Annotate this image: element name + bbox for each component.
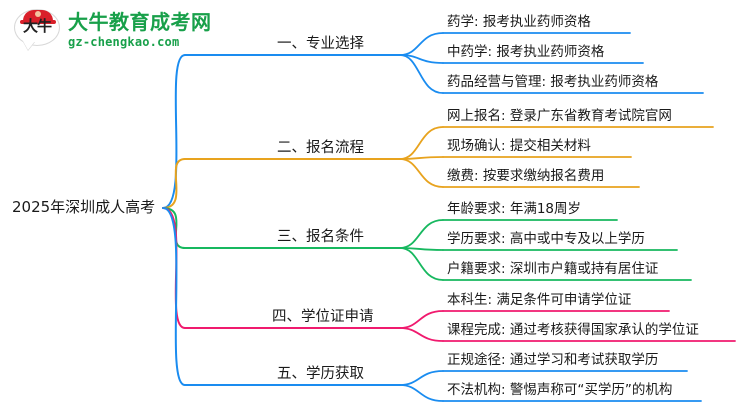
logo-speech-bubble-tail [23,41,35,50]
logo-mark-text: 大牛 [22,17,52,35]
mindmap-connector [399,156,444,160]
mindmap-leaf-node-4-1[interactable]: 本科生: 满足条件可申请学位证 [447,292,632,308]
mindmap-connector [399,384,444,402]
logo-title: 大牛教育成考网 [68,10,212,34]
mindmap-connector [399,327,444,342]
mindmap-connector [399,247,444,281]
mindmap-connector [162,54,186,209]
mindmap-leaf-node-4-2[interactable]: 课程完成: 通过考核获得国家承认的学位证 [447,322,699,338]
mindmap-connector [162,207,186,386]
logo-subtitle: gz-chengkao.com [68,35,180,49]
mindmap-branch-node-2[interactable]: 二、报名流程 [277,140,364,156]
mindmap-branch-node-5[interactable]: 五、学历获取 [277,366,364,382]
mindmap-branch-node-1[interactable]: 一、专业选择 [277,36,364,52]
mindmap-leaf-node-3-2[interactable]: 学历要求: 高中或中专及以上学历 [447,231,645,247]
mindmap-connector [162,207,186,249]
mindmap-connector [399,126,444,160]
mindmap-leaf-node-1-1[interactable]: 药学: 报考执业药师资格 [447,14,591,30]
mindmap-connector [399,32,444,56]
logo-cap-brim [20,20,56,24]
mindmap-connector [399,158,444,188]
mindmap-leaf-node-5-2[interactable]: 不法机构: 警惕声称可“买学历”的机构 [447,382,673,398]
mindmap-connector [162,207,186,329]
logo-cap-icon [23,10,53,23]
mindmap-leaf-node-2-1[interactable]: 网上报名: 登录广东省教育考试院官网 [447,108,672,124]
logo-bull-icon: 大牛 [14,8,61,52]
mindmap-connector [399,310,444,329]
mindmap-leaf-node-3-1[interactable]: 年龄要求: 年满18周岁 [447,201,582,217]
mindmap-leaf-node-2-3[interactable]: 缴费: 按要求缴纳报名费用 [447,168,605,184]
mindmap-connector [399,370,444,386]
mindmap-leaf-node-1-3[interactable]: 药品经营与管理: 报考执业药师资格 [447,74,659,90]
mindmap-connector [399,54,444,64]
mindmap-leaf-node-5-1[interactable]: 正规途径: 通过学习和考试获取学历 [447,352,659,368]
mindmap-connector [399,54,444,94]
mindmap-root-node[interactable]: 2025年深圳成人高考 [12,198,156,216]
mindmap-connector [399,247,444,251]
mindmap-connector [162,158,186,209]
mindmap-connector [399,219,444,249]
mindmap-branch-node-3[interactable]: 三、报名条件 [277,229,364,245]
mindmap-leaf-node-1-2[interactable]: 中药学: 报考执业药师资格 [447,44,605,60]
logo-wordmark: 大牛教育成考网 gz-chengkao.com [68,12,212,48]
mindmap-branch-node-4[interactable]: 四、学位证申请 [272,309,374,325]
mindmap-leaf-node-2-2[interactable]: 现场确认: 提交相关材料 [447,138,591,154]
site-logo[interactable]: 大牛 大牛教育成考网 gz-chengkao.com [14,8,212,52]
mindmap-leaf-node-3-3[interactable]: 户籍要求: 深圳市户籍或持有居住证 [447,261,659,277]
